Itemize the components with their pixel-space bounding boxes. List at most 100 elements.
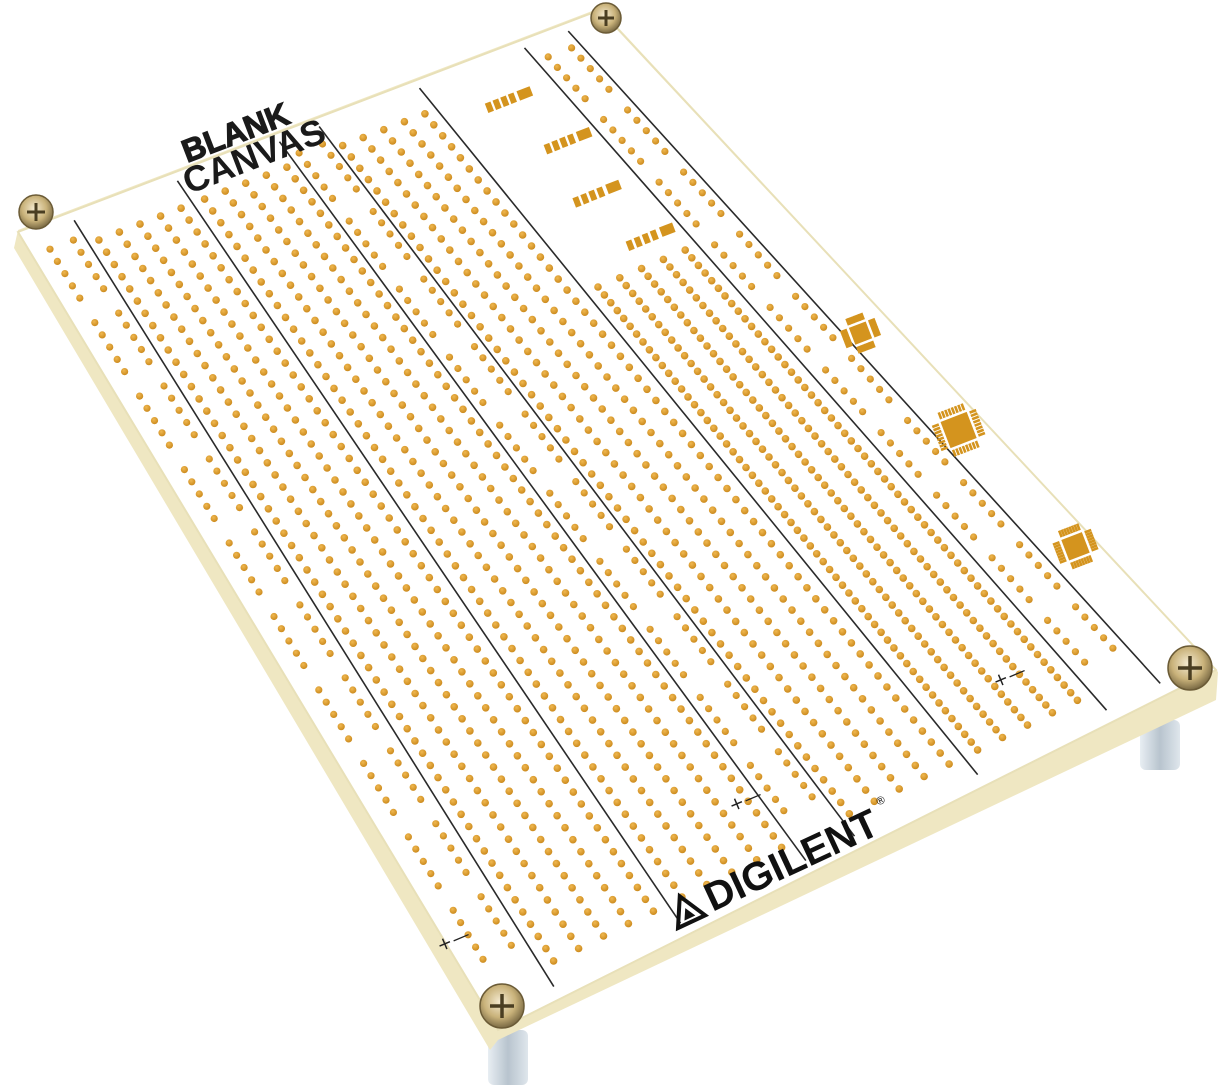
solder-pad (739, 422, 747, 430)
solder-pad (444, 173, 453, 181)
solder-pad (804, 500, 812, 508)
solder-pad (711, 845, 720, 853)
solder-pad (777, 843, 786, 852)
solder-pad (719, 809, 728, 818)
solder-pad (307, 272, 316, 281)
solder-pad (694, 728, 702, 736)
solder-pad (406, 412, 415, 421)
solder-pad (830, 531, 838, 539)
solder-pad (511, 519, 520, 528)
solder-pad (807, 391, 816, 399)
pad-field (46, 44, 1117, 965)
solder-pad (417, 795, 425, 804)
solder-pad (483, 609, 492, 617)
solder-pad (92, 273, 100, 281)
solder-pad (883, 516, 892, 525)
solder-pad (572, 739, 581, 748)
solder-pad (278, 269, 287, 278)
solder-pad (567, 403, 575, 412)
solder-pad (698, 646, 707, 655)
solder-pad (933, 655, 942, 664)
solder-pad (794, 376, 802, 384)
solder-pad (654, 810, 662, 818)
solder-pad (886, 439, 895, 447)
solder-pad (378, 548, 387, 556)
solder-pad (362, 431, 371, 440)
solder-pad (885, 728, 893, 736)
solder-pad (670, 303, 679, 312)
solder-pad (346, 408, 355, 416)
solder-pad (677, 311, 685, 319)
solder-pad (870, 797, 879, 806)
solder-pad (659, 255, 668, 264)
solder-pad (484, 334, 493, 342)
solder-pad (729, 373, 737, 381)
solder-pad (555, 623, 563, 631)
solder-pad (683, 318, 692, 327)
solder-pad (319, 637, 327, 646)
solder-pad (529, 823, 537, 832)
solder-pad (683, 209, 691, 218)
solder-pad (495, 871, 504, 880)
solder-pad (535, 883, 544, 892)
solder-pad (387, 345, 395, 354)
solder-pad (645, 505, 653, 513)
solder-pad (663, 295, 672, 304)
solder-pad (53, 257, 62, 265)
solder-pad (354, 228, 362, 236)
solder-pad (867, 460, 876, 468)
solder-pad (175, 280, 184, 289)
solder-pad (302, 519, 311, 528)
solder-pad (502, 282, 510, 290)
solder-pad (261, 413, 270, 422)
solder-pad (467, 237, 475, 246)
solder-pad (297, 337, 306, 345)
solder-pad (613, 798, 621, 807)
solder-pad (304, 229, 312, 237)
solder-pad (449, 906, 457, 914)
solder-pad (1053, 673, 1062, 682)
solder-pad (785, 324, 793, 332)
solder-pad (564, 727, 573, 736)
solder-pad (765, 453, 773, 461)
solder-pad (639, 538, 647, 546)
solder-pad (710, 424, 718, 433)
solder-pad (188, 478, 196, 486)
solder-pad (847, 437, 856, 445)
solder-pad (738, 584, 746, 592)
solder-pad (492, 198, 500, 206)
solder-pad (465, 774, 474, 783)
solder-pad (486, 484, 495, 493)
solder-pad (896, 449, 904, 458)
solder-pad (823, 523, 832, 531)
solder-pad (882, 593, 890, 602)
solder-pad (732, 691, 740, 700)
solder-pad (370, 536, 379, 544)
solder-pad (744, 844, 753, 852)
solder-pad (380, 688, 388, 696)
solder-pad (703, 539, 711, 547)
solder-pad (426, 761, 435, 770)
solder-pad (458, 668, 466, 676)
solder-pad (797, 617, 805, 625)
solder-pad (585, 351, 594, 359)
solder-pad (656, 590, 664, 598)
solder-pad (472, 943, 480, 951)
solder-pad (773, 628, 781, 637)
solder-pad (707, 658, 715, 666)
solder-pad (467, 311, 476, 320)
solder-pad (196, 272, 204, 280)
solder-pad (306, 349, 314, 357)
solder-pad (498, 587, 507, 595)
solder-pad (193, 349, 202, 358)
solder-pad (512, 444, 521, 452)
solder-pad (728, 821, 736, 829)
solder-pad (561, 776, 570, 784)
solder-pad (687, 440, 696, 449)
solder-pad (580, 704, 589, 713)
solder-pad (309, 485, 317, 494)
solder-pad (680, 351, 689, 360)
solder-pad (673, 583, 682, 592)
solder-pad (447, 143, 456, 151)
solder-pad (160, 382, 168, 390)
